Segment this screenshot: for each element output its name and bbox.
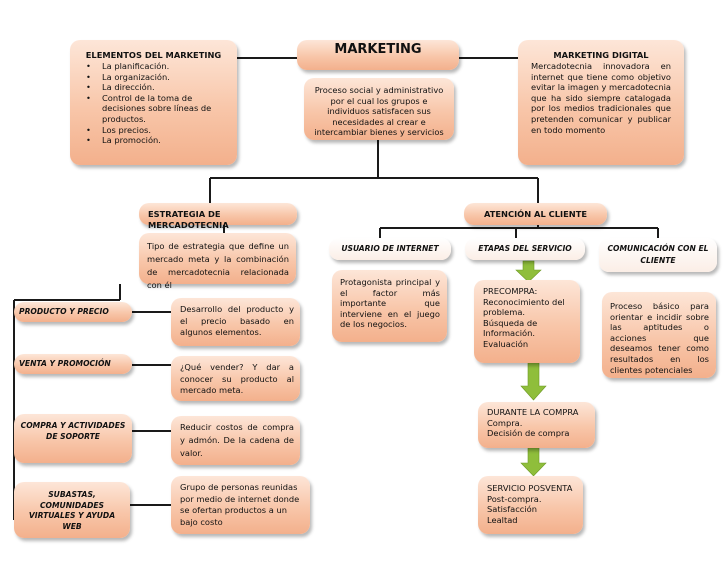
communication-label: COMUNICACIÓN CON EL CLIENTE: [607, 244, 709, 265]
strategy-text-box: Reducir costos de compra y admón. De la …: [171, 416, 300, 465]
strategy-text: Grupo de personas reunidas por medio de …: [180, 482, 300, 527]
stages-label-box: ETAPAS DEL SERVICIO: [465, 238, 585, 260]
user-text: Protagonista principal y el factor más i…: [340, 277, 440, 330]
posventa-text: SERVICIO POSVENTA Post-compra. Satisfacc…: [487, 483, 573, 525]
user-text-box: Protagonista principal y el factor más i…: [332, 270, 447, 342]
list-item: La promoción.: [84, 135, 214, 146]
strategy-label-box: PRODUCTO Y PRECIO: [14, 302, 132, 322]
communication-text-box: Proceso básico para orientar e incidir s…: [602, 292, 716, 378]
digital-text: Mercadotecnia innovadora en internet que…: [531, 61, 671, 135]
page-title: MARKETING: [334, 42, 422, 57]
elements-list: La planificación. La organización. La di…: [84, 61, 214, 146]
communication-text: Proceso básico para orientar e incidir s…: [610, 301, 709, 375]
marketing-definition: Proceso social y administrativo por el c…: [314, 85, 444, 138]
durante-compra-box: DURANTE LA COMPRA Compra. Decisión de co…: [478, 402, 595, 448]
stages-label: ETAPAS DEL SERVICIO: [478, 244, 572, 253]
attention-heading: ATENCIÓN AL CLIENTE: [483, 209, 588, 219]
precompra-box: PRECOMPRA: Reconocimiento del problema. …: [474, 280, 580, 363]
strategy-text: Desarrollo del producto y el precio basa…: [180, 304, 294, 337]
flow-arrows: [515, 260, 547, 477]
strategy-label: PRODUCTO Y PRECIO: [19, 307, 109, 316]
strategy-text-box: Grupo de personas reunidas por medio de …: [171, 476, 310, 534]
elements-box: ELEMENTOS DEL MARKETING La planificación…: [70, 40, 237, 165]
elements-heading: ELEMENTOS DEL MARKETING: [85, 50, 222, 60]
strategy-heading-box: ESTRATEGIA DE MERCADOTECNIA: [139, 203, 297, 230]
strategy-text: ¿Qué vender? Y dar a conocer su producto…: [180, 362, 294, 395]
strategy-label-box: SUBASTAS, COMUNIDADES VIRTUALES Y AYUDA …: [14, 482, 130, 538]
strategy-text: Reducir costos de compra y admón. De la …: [180, 422, 294, 458]
strategy-text-box: ¿Qué vender? Y dar a conocer su producto…: [171, 356, 300, 401]
list-item: La organización.: [84, 72, 214, 83]
attention-heading-box: ATENCIÓN AL CLIENTE: [464, 203, 607, 225]
list-item: Los precios.: [84, 125, 214, 136]
strategy-text-box: Desarrollo del producto y el precio basa…: [171, 298, 300, 346]
list-item: La planificación.: [84, 61, 214, 72]
marketing-definition-box: Proceso social y administrativo por el c…: [304, 78, 454, 140]
marketing-title-box: MARKETING: [297, 40, 459, 70]
list-item: Control de la toma de decisiones sobre l…: [84, 93, 214, 125]
user-label: USUARIO DE INTERNET: [341, 244, 439, 253]
digital-heading: MARKETING DIGITAL: [553, 50, 649, 60]
strategy-label-box: VENTA Y PROMOCIÓN: [14, 354, 132, 374]
strategy-definition-box: Tipo de estrategia que define un mercado…: [139, 233, 296, 290]
strategy-definition: Tipo de estrategia que define un mercado…: [147, 241, 289, 290]
list-item: La dirección.: [84, 82, 214, 93]
strategy-label-box: COMPRA Y ACTIVIDADES DE SOPORTE: [14, 414, 132, 463]
durante-compra-text: DURANTE LA COMPRA Compra. Decisión de co…: [487, 407, 579, 439]
strategy-heading: ESTRATEGIA DE MERCADOTECNIA: [148, 209, 229, 230]
strategy-label: SUBASTAS, COMUNIDADES VIRTUALES Y AYUDA …: [28, 490, 116, 531]
strategy-label: COMPRA Y ACTIVIDADES DE SOPORTE: [20, 421, 126, 441]
user-label-box: USUARIO DE INTERNET: [329, 238, 451, 260]
posventa-box: SERVICIO POSVENTA Post-compra. Satisfacc…: [478, 476, 583, 534]
precompra-text: PRECOMPRA: Reconocimiento del problema. …: [483, 286, 565, 349]
communication-label-box: COMUNICACIÓN CON EL CLIENTE: [599, 238, 717, 272]
strategy-label: VENTA Y PROMOCIÓN: [19, 359, 111, 368]
digital-box: MARKETING DIGITAL Mercadotecnia innovado…: [518, 40, 684, 165]
